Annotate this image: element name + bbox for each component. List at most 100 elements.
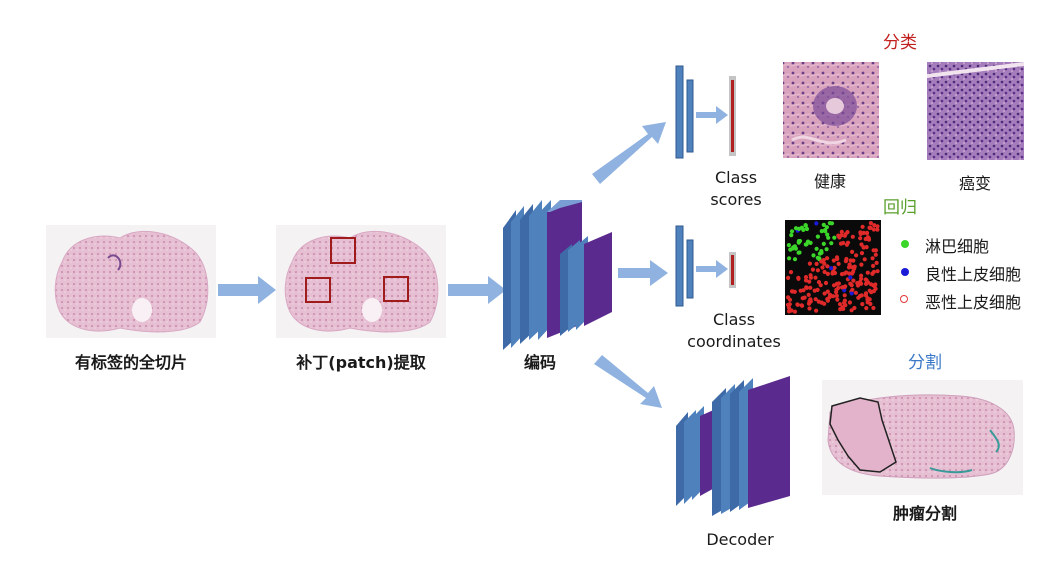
cell-marker: [850, 249, 855, 254]
cell-marker: [869, 290, 874, 295]
cell-marker: [842, 271, 847, 276]
cell-marker: [866, 237, 871, 242]
cell-marker: [848, 258, 853, 263]
cell-marker: [836, 281, 842, 286]
cell-marker: [835, 256, 840, 262]
cell-marker: [822, 269, 827, 275]
cell-marker: [832, 265, 837, 270]
cell-marker: [827, 221, 833, 226]
cell-marker: [834, 293, 839, 298]
cell-marker: [817, 256, 822, 261]
cell-marker: [873, 248, 879, 253]
cell-marker: [848, 275, 853, 280]
cell-marker: [796, 275, 801, 280]
patch-box: [330, 237, 356, 264]
cell-marker: [873, 252, 878, 257]
lymphocyte-legend-marker: [901, 240, 909, 248]
cell-marker: [837, 235, 842, 240]
arrow-to-classification: [592, 122, 666, 184]
cell-marker: [815, 234, 821, 239]
cell-marker: [816, 280, 822, 285]
cell-marker: [807, 306, 812, 311]
patch-box: [305, 277, 331, 303]
class-scores-label-line1: Class: [714, 168, 758, 187]
cell-marker: [816, 299, 821, 304]
segmentation-result-image: [822, 380, 1023, 495]
cell-marker: [808, 299, 813, 304]
patch-box: [383, 276, 409, 302]
cell-marker: [842, 288, 847, 293]
cell-marker: [811, 253, 816, 258]
cell-marker: [851, 278, 856, 283]
cell-marker: [847, 300, 853, 305]
cell-marker: [841, 306, 846, 311]
cell-detection-map: [785, 220, 881, 315]
cell-marker: [825, 271, 831, 276]
cell-marker: [807, 279, 812, 284]
cell-marker: [800, 303, 805, 308]
cell-marker: [870, 271, 875, 276]
cell-marker: [849, 308, 854, 313]
cell-marker: [868, 221, 874, 226]
benign-epithelial-legend-marker: [901, 268, 909, 276]
cell-marker: [875, 224, 880, 229]
regression-head: [675, 225, 736, 307]
cell-marker: [844, 256, 849, 262]
cell-marker: [786, 243, 792, 248]
cell-marker: [837, 302, 843, 307]
cell-marker: [847, 271, 852, 276]
cell-marker: [864, 306, 869, 311]
cell-marker: [813, 297, 818, 302]
cell-marker: [789, 229, 795, 234]
cell-marker: [789, 233, 794, 238]
cell-marker: [850, 234, 855, 239]
cell-marker: [873, 286, 878, 291]
cell-marker: [855, 281, 860, 286]
classification-head: [675, 65, 736, 159]
cell-marker: [802, 295, 807, 300]
cell-marker: [853, 290, 859, 295]
cell-marker: [819, 249, 824, 254]
tumor-outline: [829, 397, 897, 473]
cell-marker: [874, 260, 879, 265]
cell-marker: [819, 259, 824, 264]
cell-marker: [868, 225, 873, 230]
cell-marker: [823, 228, 828, 233]
cell-marker: [858, 230, 863, 235]
cell-marker: [861, 230, 866, 235]
cell-marker: [859, 281, 864, 286]
cell-marker: [793, 246, 799, 251]
cell-marker: [859, 242, 864, 247]
cell-marker: [867, 297, 872, 302]
cell-marker: [789, 308, 794, 313]
cell-marker: [870, 256, 875, 261]
cell-marker: [818, 283, 823, 288]
cell-marker: [871, 305, 876, 311]
cell-marker: [841, 240, 846, 246]
cell-marker: [835, 297, 840, 302]
cell-marker: [822, 261, 827, 266]
cell-marker: [814, 308, 819, 313]
cell-marker: [868, 301, 873, 307]
cell-marker: [814, 261, 819, 266]
decoder-block: [676, 376, 790, 516]
arrow-to-regression: [618, 260, 668, 286]
cell-marker: [788, 270, 794, 275]
cell-marker: [852, 305, 857, 311]
cell-marker: [803, 223, 808, 228]
cell-marker: [842, 300, 847, 305]
cell-marker: [861, 245, 866, 250]
lymphocyte-legend-label: 淋巴细胞: [925, 237, 990, 256]
cell-marker: [850, 287, 855, 292]
cell-marker: [825, 289, 830, 294]
healthy-histology-image: [783, 62, 879, 158]
regression-title: 回归: [883, 198, 917, 218]
encoder-block: [503, 200, 612, 350]
arrow-patch-to-encoder: [448, 276, 506, 304]
cell-marker: [860, 224, 865, 229]
cell-marker: [859, 251, 865, 256]
cell-marker: [821, 222, 826, 227]
cell-marker: [873, 282, 878, 287]
cell-marker: [808, 275, 814, 280]
cell-marker: [786, 305, 792, 310]
